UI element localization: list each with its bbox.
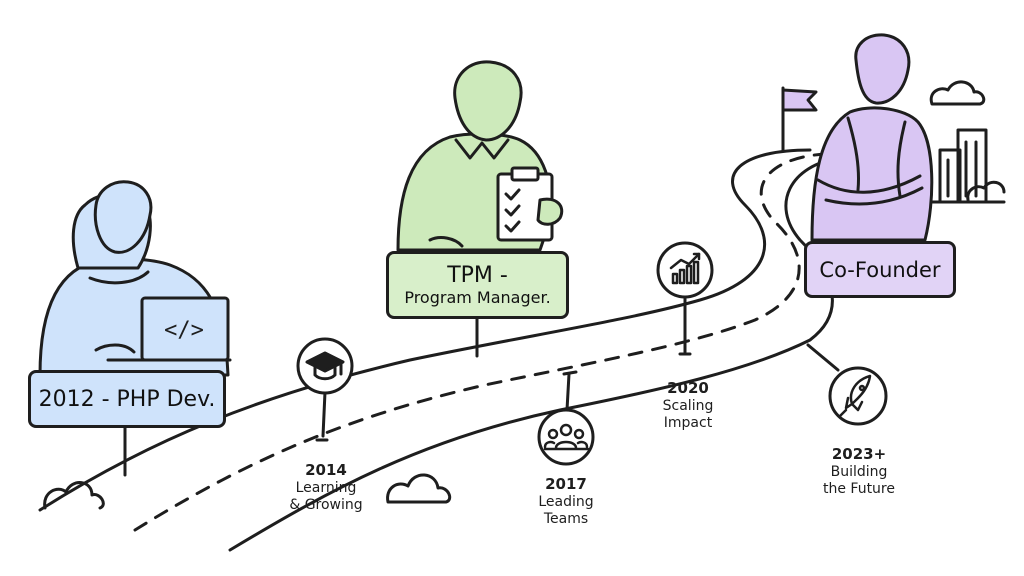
milestone-line2: Teams [543,511,589,528]
tpm-stage-box: TPM - Program Manager. [386,251,569,319]
milestone-line1: Learning [295,479,357,496]
pin-2014 [296,337,354,442]
team-icon [543,423,590,451]
tpm-stage-line2: Program Manager. [404,288,551,307]
growth-chart-icon [669,252,701,285]
milestone-year: 2014 [305,461,347,479]
road-edge-inner [228,156,842,552]
cloud-top-right [929,80,986,106]
pin-2023 [828,366,888,426]
milestone-year: 2020 [667,379,709,397]
milestone-line2: & Growing [289,497,363,514]
milestone-year: 2023+ [831,445,887,463]
milestone-line1: Scaling [662,397,714,414]
cloud-middle [386,473,452,504]
rocket-icon [838,374,872,418]
milestone-line1: Building [830,463,888,480]
php-dev-stage-box: 2012 - PHP Dev. [28,370,226,428]
cloud-left [43,481,105,510]
graduation-cap-icon [305,351,345,381]
cofounder-figure [810,33,934,242]
cofounder-connector [806,343,840,372]
cloud-buildings [966,180,1006,202]
milestone-line2: Impact [663,415,713,432]
milestone-2017-label: 2017 Leading Teams [516,475,616,529]
tpm-stage-line1: TPM - [447,263,508,288]
php-developer-figure [38,180,232,377]
code-icon: </> [164,318,204,343]
cofounder-stage-label: Co-Founder [819,257,941,282]
milestone-line2: the Future [822,481,895,498]
cofounder-stage-box: Co-Founder [804,241,956,298]
milestone-2020-label: 2020 Scaling Impact [638,379,738,433]
city-buildings [923,128,1006,204]
milestone-line1: Leading [538,493,594,510]
flag-icon [781,86,818,152]
road-centerline [133,152,827,532]
pin-2017 [537,370,595,466]
milestone-2014-label: 2014 Learning & Growing [276,461,376,515]
tpm-figure [396,60,564,252]
milestone-year: 2017 [545,475,587,493]
milestone-2023-label: 2023+ Building the Future [801,445,917,499]
php-dev-stage-label: 2012 - PHP Dev. [38,386,216,412]
